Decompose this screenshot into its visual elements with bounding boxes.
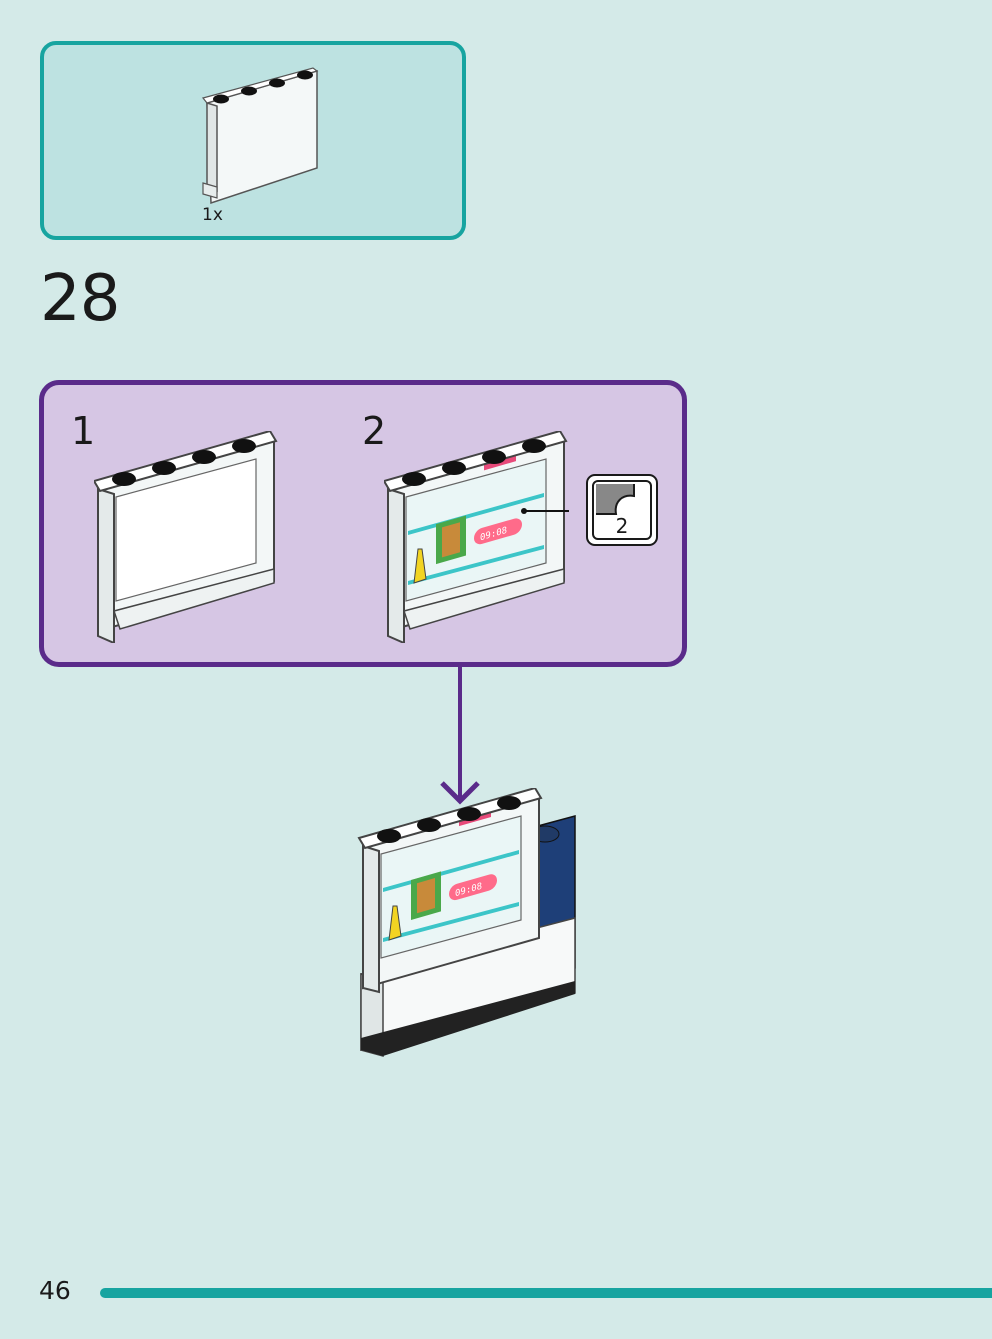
page-number: 46 <box>39 1276 71 1305</box>
step-number: 28 <box>40 262 120 336</box>
substep-2-number: 2 <box>362 409 387 453</box>
stickered-panel-model: 09:08 <box>384 431 569 643</box>
page-curl-icon <box>596 484 635 515</box>
white-panel-part-icon <box>201 67 319 205</box>
sticker-icon <box>592 480 652 540</box>
main-model: 09:08 <box>357 788 576 1057</box>
sticker-count: 2 <box>615 514 629 538</box>
plain-panel-model <box>94 431 278 643</box>
substep-1-number: 1 <box>71 409 96 453</box>
parts-list-box: 1x <box>40 41 466 240</box>
down-arrow-icon <box>440 667 480 805</box>
subassembly-box: 1 2 09:08 <box>39 380 687 667</box>
sticker-callout: 2 <box>586 474 658 546</box>
part-quantity: 1x <box>202 205 223 225</box>
page-footer-bar <box>100 1288 992 1298</box>
